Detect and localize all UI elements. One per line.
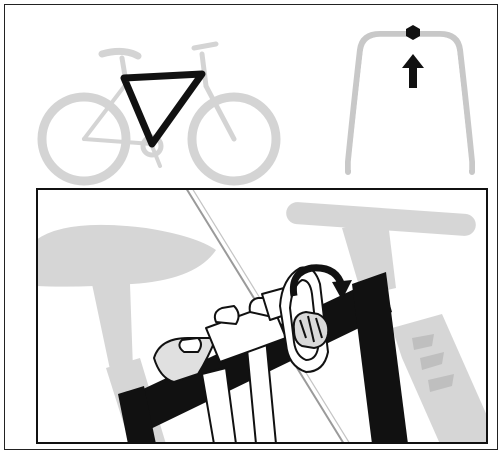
saddle [36, 225, 216, 287]
clamp-detail-illustration [36, 188, 488, 444]
up-arrow-icon [402, 54, 424, 88]
handlebar [194, 44, 216, 48]
saddle [102, 51, 138, 56]
rack-overview-illustration [336, 12, 486, 187]
strap-pad [179, 338, 201, 352]
rack-outline-inner [352, 38, 468, 170]
stem [202, 54, 206, 86]
clamp-hinge [215, 306, 239, 324]
head-tube [352, 272, 408, 444]
rack-outline [348, 34, 472, 172]
bike-overview-illustration [34, 34, 284, 194]
ghost-bike [42, 44, 276, 181]
